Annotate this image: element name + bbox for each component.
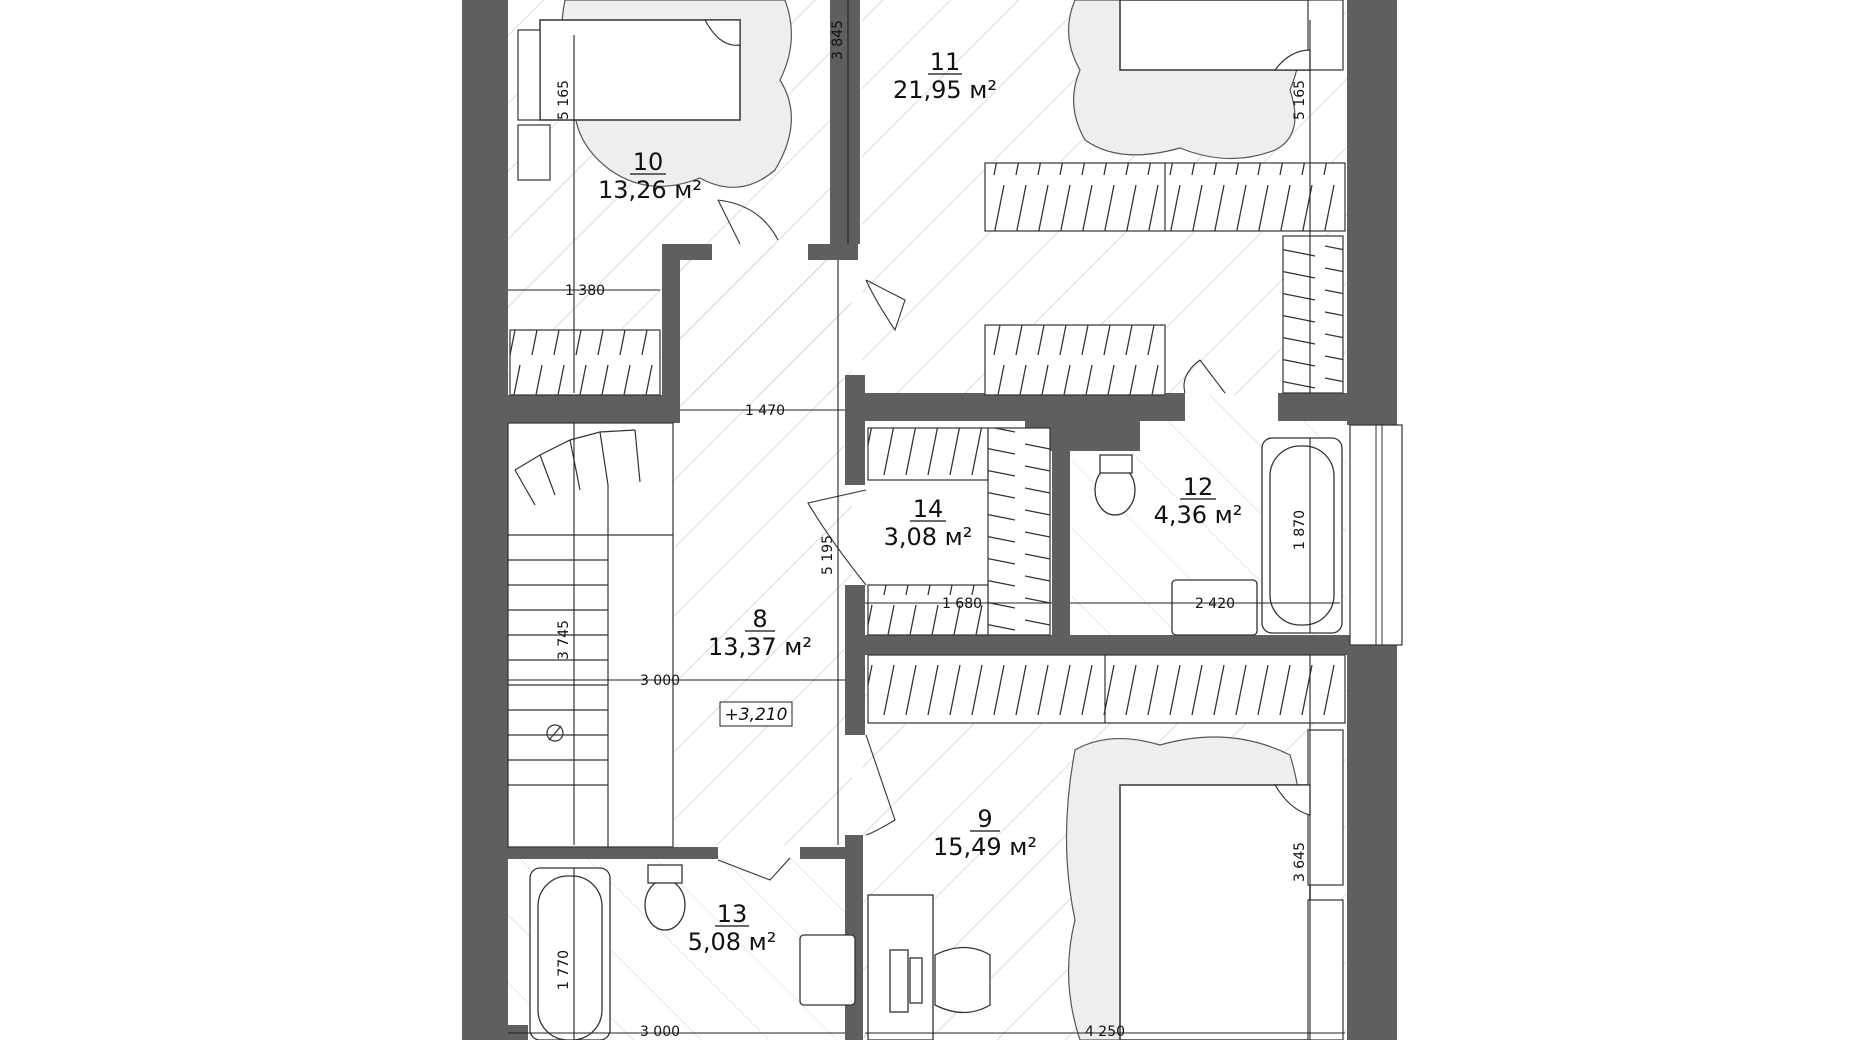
dim-3645: 3 645 [1292,842,1308,882]
wall-corridor-right-2 [845,585,865,735]
room-area: 21,95 м² [893,76,997,104]
wall-stub-2 [808,244,858,260]
dim-4250: 4 250 [1085,1024,1125,1040]
room-area: 3,08 м² [884,523,973,551]
monitor-icon [889,949,909,1013]
room-14-label: 14 3,08 м² [884,495,973,551]
dim-2420: 2 420 [1195,596,1235,612]
wall-stub [662,244,712,260]
desk [867,894,991,1041]
dimension-labels: 3 845 5 165 5 165 1 380 1 470 1 870 5 19… [556,20,1308,1040]
dim-1380: 1 380 [565,283,605,299]
room-8-label: 8 13,37 м² [708,605,812,661]
dim-1770: 1 770 [556,950,572,990]
room-10-label: 10 13,26 м² [598,148,702,204]
wall-12-9 [860,635,1350,655]
door-14[interactable] [807,489,867,586]
plumbing [529,437,1343,1041]
room-area: 13,37 м² [708,633,812,661]
room-number: 12 [1183,473,1214,501]
room-number: 8 [752,605,767,633]
toilet-13 [644,879,686,931]
room-number: 11 [930,48,961,76]
room-13-label: 13 5,08 м² [688,900,777,956]
room-labels: 10 13,26 м² 11 21,95 м² 14 3,08 м² 12 4,… [598,48,1242,956]
door-11[interactable] [865,279,906,332]
room-number: 9 [977,805,992,833]
wall-stair-bottom [508,847,718,859]
wardrobes [509,162,1346,724]
dim-3745: 3 745 [556,620,572,660]
room-9-label: 9 15,49 м² [933,805,1037,861]
dim-5165-left: 5 165 [556,80,572,120]
dimension-lines [508,0,1345,1040]
bed-9 [1119,784,1311,1041]
stair-start-marker [546,724,564,742]
room-area: 5,08 м² [688,928,777,956]
room-12-label: 12 4,36 м² [1154,473,1243,529]
sink-13 [799,934,856,1006]
dim-5165-right: 5 165 [1292,80,1308,120]
chair-9 [934,946,991,1014]
exterior-wall-left [462,0,508,1040]
exterior-wall-right-upper [1347,0,1397,425]
beds [517,0,1344,1041]
wall-11-12 [1278,393,1350,421]
wall-14-12 [1052,420,1070,650]
room-area: 15,49 м² [933,833,1037,861]
dim-5195: 5 195 [820,535,836,575]
room-number: 13 [717,900,748,928]
door-10[interactable] [717,199,779,245]
door-13[interactable] [717,857,791,881]
dim-3000-bottom: 3 000 [640,1024,680,1040]
dim-1470: 1 470 [745,403,785,419]
nightstand-11 [1307,0,1344,71]
sink-12 [1171,579,1258,636]
walls [462,0,1397,1040]
room-area: 13,26 м² [598,176,702,204]
exterior-wall-right-lower [1347,645,1397,1040]
wall-10-11 [830,0,860,244]
nightstand-10 [517,124,551,181]
nightstand-9 [1307,729,1344,886]
dim-1870: 1 870 [1292,510,1308,550]
room-number: 10 [633,148,664,176]
dim-3845: 3 845 [830,20,846,60]
window [1349,424,1403,646]
doors [717,199,1226,881]
dim-1680: 1 680 [942,596,982,612]
wall-stair-top [508,395,680,423]
wall-closet-10 [662,244,680,414]
staircase [507,422,674,848]
dim-3000-mid: 3 000 [640,673,680,689]
bed-11 [1119,0,1311,71]
level-mark: +3,210 [719,701,793,727]
keyboard-icon [909,957,923,1004]
level-mark-text: +3,210 [725,705,788,725]
door-9[interactable] [865,734,896,836]
room-number: 14 [913,495,944,523]
door-12[interactable] [1183,359,1226,394]
room-11-label: 11 21,95 м² [893,48,997,104]
room-area: 4,36 м² [1154,501,1243,529]
wall-corridor-right-1 [845,375,865,485]
